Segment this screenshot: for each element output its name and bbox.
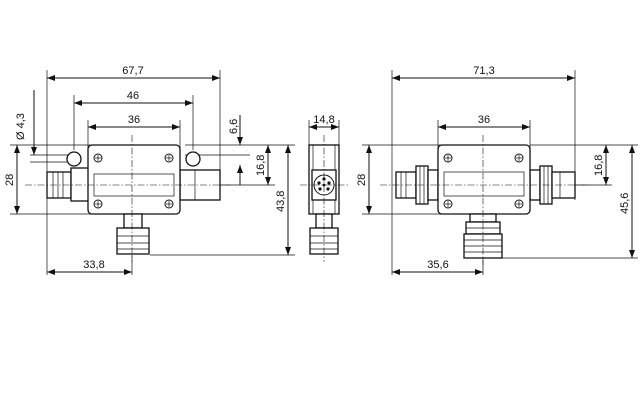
mounting-hole-left [66,151,82,167]
dim-overall-width: 67,7 [122,65,143,77]
dim-right-connector-offset: 35,6 [427,259,448,271]
dim-hole-spacing: 46 [127,90,139,102]
dim-right-overall-width: 71,3 [473,65,494,77]
side-view: 14,8 [300,114,348,262]
dim-right-height: 28 [356,174,368,186]
dim-offset-top: 6,6 [228,119,240,134]
left-view: 67,7 46 36 33,8 Ø 4,3 28 6,6 16,8 43,8 [4,65,295,275]
dim-center-height: 16,8 [255,155,267,176]
dim-right-overall-height: 45,6 [619,193,631,214]
dim-body-width: 36 [128,114,140,126]
dim-overall-height: 43,8 [275,191,287,212]
mounting-hole-right [185,151,201,167]
dim-right-body-width: 36 [478,114,490,126]
dim-hole-diameter: Ø 4,3 [15,113,27,140]
right-view: 71,3 36 35,6 28 16,8 45,6 [356,65,638,275]
dim-side-width: 14,8 [313,114,334,126]
dim-height: 28 [4,174,16,186]
dim-connector-offset: 33,8 [83,259,104,271]
dim-right-center-height: 16,8 [593,155,605,176]
